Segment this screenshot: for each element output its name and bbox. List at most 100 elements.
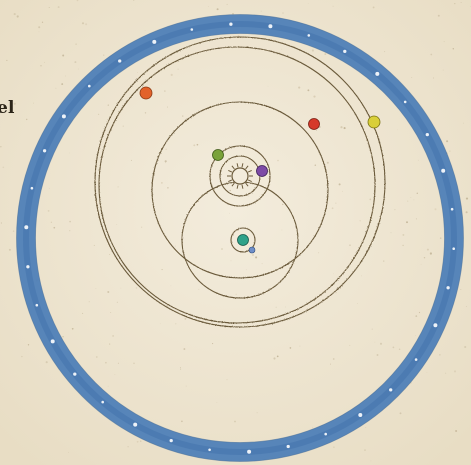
paper-speck	[2, 166, 5, 169]
paper-speck	[107, 385, 109, 387]
paper-speck	[13, 13, 16, 16]
paper-speck	[16, 15, 19, 18]
paper-speck	[180, 367, 182, 369]
paper-speck	[141, 226, 143, 228]
star-icon	[414, 358, 418, 361]
paper-speck	[133, 362, 135, 365]
paper-speck	[114, 374, 116, 375]
star-icon	[247, 449, 252, 454]
paper-speck	[394, 208, 396, 211]
star-icon	[307, 34, 311, 37]
paper-speck	[282, 12, 284, 14]
paper-speck	[426, 372, 428, 373]
paper-speck	[449, 150, 451, 152]
paper-speck	[38, 31, 40, 33]
moon	[248, 246, 256, 254]
paper-speck	[260, 10, 262, 12]
orbit-mars	[151, 101, 329, 279]
star-icon	[88, 84, 91, 88]
paper-speck	[418, 311, 421, 314]
paper-speck	[0, 222, 2, 224]
paper-speck	[267, 85, 269, 87]
paper-speck	[105, 361, 107, 364]
sun-ray	[231, 182, 235, 187]
paper-speck	[196, 143, 199, 146]
paper-speck	[107, 104, 109, 106]
paper-speck	[307, 3, 309, 4]
paper-speck	[193, 144, 196, 147]
paper-speck	[139, 440, 142, 442]
paper-speck	[460, 289, 462, 290]
paper-speck	[287, 54, 289, 56]
paper-speck	[281, 48, 283, 50]
star-icon	[433, 323, 438, 328]
paper-speck	[333, 273, 334, 275]
paper-speck	[62, 335, 64, 338]
paper-speck	[116, 224, 118, 225]
paper-speck	[281, 229, 283, 231]
yellow-planet	[367, 115, 381, 129]
paper-speck	[107, 290, 110, 294]
paper-speck	[95, 288, 97, 289]
paper-speck	[181, 420, 183, 423]
orbit-moon	[230, 227, 256, 253]
page-caption: el	[0, 98, 15, 118]
paper-speck	[361, 275, 362, 277]
paper-speck	[277, 159, 279, 162]
paper-speck	[453, 370, 457, 373]
paper-speck	[230, 260, 232, 262]
paper-speck	[426, 248, 429, 251]
paper-speck	[112, 335, 114, 337]
paper-speck	[164, 90, 166, 92]
star-icon	[441, 168, 446, 173]
paper-speck	[433, 77, 435, 79]
paper-speck	[340, 126, 343, 129]
paper-speck	[57, 6, 60, 9]
paper-speck	[103, 54, 105, 56]
paper-speck	[229, 189, 231, 192]
paper-speck	[383, 260, 385, 262]
paper-speck	[410, 197, 412, 198]
paper-speck	[332, 5, 334, 7]
paper-speck	[402, 233, 405, 236]
star-icon	[324, 432, 328, 436]
paper-speck	[415, 315, 418, 317]
paper-speck	[74, 61, 77, 64]
paper-speck	[159, 323, 161, 325]
paper-speck	[38, 26, 41, 29]
star-icon	[190, 28, 194, 31]
paper-speck	[415, 335, 416, 337]
paper-speck	[69, 230, 71, 232]
paper-speck	[221, 248, 223, 250]
paper-speck	[13, 102, 16, 105]
purple-planet	[256, 165, 268, 177]
paper-speck	[120, 287, 122, 289]
paper-speck	[316, 130, 317, 132]
paper-speck	[41, 21, 44, 23]
paper-speck	[359, 220, 361, 222]
star-icon	[358, 413, 363, 417]
paper-speck	[371, 328, 373, 330]
paper-speck	[177, 68, 179, 70]
paper-speck	[469, 6, 471, 7]
paper-speck	[234, 420, 236, 423]
star-icon	[169, 438, 173, 443]
star-icon	[389, 388, 393, 392]
paper-speck	[109, 343, 111, 345]
star-icon	[61, 114, 66, 119]
star-icon	[24, 225, 29, 230]
paper-speck	[397, 129, 398, 131]
paper-speck	[43, 61, 45, 63]
paper-speck	[255, 256, 258, 259]
paper-speck	[69, 220, 71, 223]
paper-speck	[411, 77, 413, 78]
paper-speck	[465, 211, 468, 214]
paper-speck	[406, 221, 408, 224]
paper-speck	[75, 43, 77, 45]
paper-speck	[349, 244, 351, 246]
paper-speck	[384, 51, 386, 53]
paper-speck	[65, 75, 66, 77]
sun-ray	[245, 182, 249, 187]
outer-ring-inner-edge	[35, 33, 445, 443]
